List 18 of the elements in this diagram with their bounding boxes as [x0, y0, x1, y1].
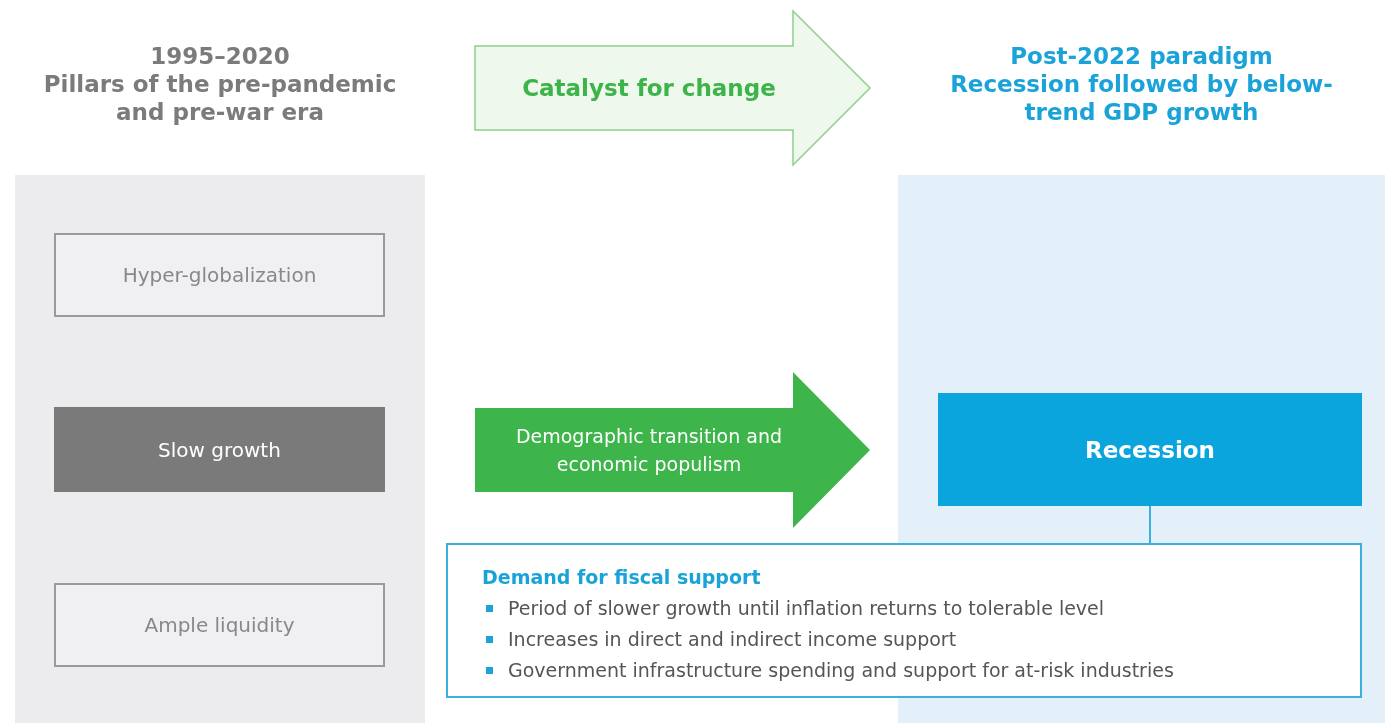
note-box [446, 543, 1362, 698]
block-arrow [474, 9, 872, 167]
outcome-box: Recession [938, 393, 1362, 506]
bullet-item: Government infrastructure spending and support for at-risk industries [482, 655, 1174, 686]
connector-line [1149, 505, 1151, 544]
bullet-item: Period of slower growth until inflation returns to tolerable level [482, 593, 1105, 624]
edge-label: Demographic transition and economic populism [514, 424, 784, 477]
edge-label: Catalyst for change [521, 74, 777, 103]
column-heading: Recession followed by below-trend GDP growth [949, 70, 1334, 126]
bullet-item: Increases in direct and indirect income support [482, 624, 957, 655]
pillar-box: Hyper-globalization [54, 233, 385, 317]
column-heading: Post-2022 paradigm [1009, 42, 1274, 70]
column-heading: Pillars of the pre-pandemic and pre-war era [42, 70, 398, 126]
column-heading: 1995–2020 [149, 42, 291, 70]
block-arrow [475, 372, 870, 528]
pillar-box: Slow growth [54, 407, 385, 492]
pillar-box: Ample liquidity [54, 583, 385, 667]
note-heading: Demand for fiscal support [482, 565, 761, 590]
